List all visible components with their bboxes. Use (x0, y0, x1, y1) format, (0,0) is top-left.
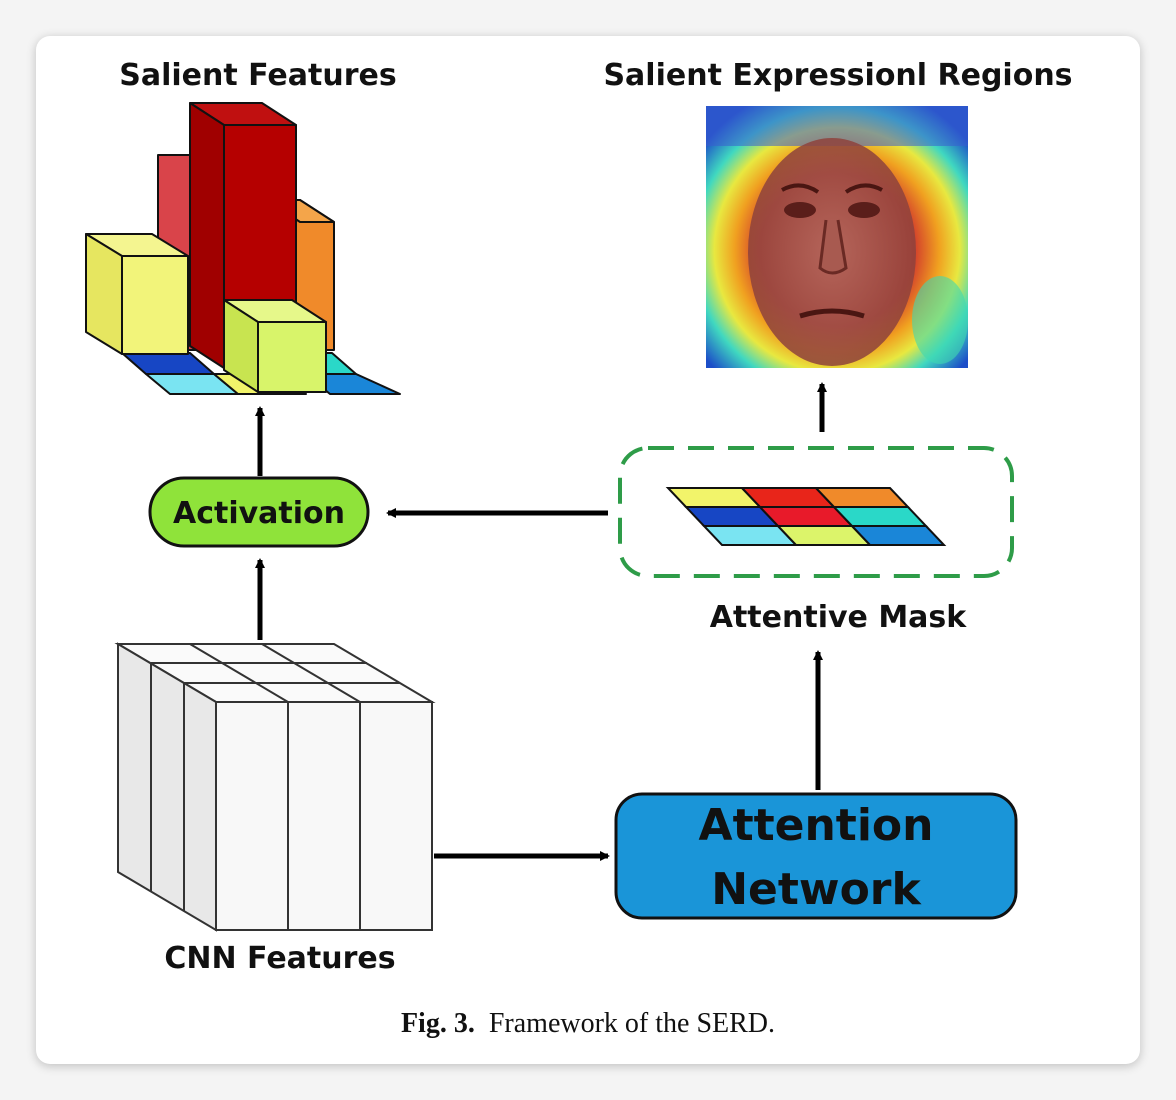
salient-features-bars (85, 102, 401, 395)
attention-network-node (614, 792, 1018, 920)
bar-side (189, 102, 225, 369)
figure-caption: Fig. 3. Framework of the SERD. (0, 1008, 1176, 1040)
floor-tile (121, 352, 215, 375)
caption-fig-number: Fig. 3. (400, 1008, 475, 1039)
salient-regions-title: Salient Expressionl Regions (603, 58, 1072, 93)
attention-network-label-line1: Attention (699, 800, 934, 851)
bar (257, 321, 327, 393)
attentive-mask-label: Attentive Mask (710, 600, 968, 635)
attention-network-label-line2: Network (711, 864, 922, 915)
right-eye (848, 202, 880, 218)
activation-label: Activation (173, 496, 345, 531)
attentive-mask-grid (665, 487, 947, 546)
cnn-features-label: CNN Features (164, 941, 395, 976)
activation-node (148, 476, 370, 548)
salient-features-title: Salient Features (119, 58, 396, 93)
bar-side (85, 233, 123, 355)
left-eye (784, 202, 816, 218)
cnn-features-block (114, 642, 436, 932)
mask-cell (849, 525, 947, 546)
caption-text: Framework of the SERD. (488, 1008, 776, 1039)
salient-regions-heatmap (706, 106, 968, 368)
attentive-mask-container (618, 446, 1014, 578)
bar (121, 255, 189, 355)
mouth (799, 308, 865, 319)
